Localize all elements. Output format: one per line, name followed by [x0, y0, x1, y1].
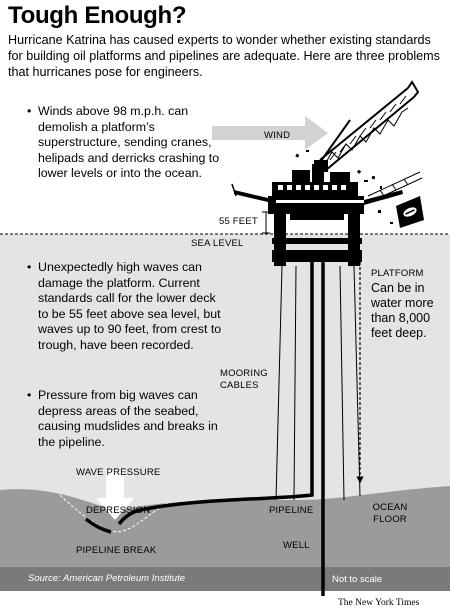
flare-boom	[367, 171, 423, 203]
platform-hull	[272, 212, 362, 266]
bullet-marker: •	[27, 388, 32, 402]
fifty-five-feet-dimension	[262, 211, 270, 234]
falling-helipad	[396, 196, 424, 228]
wave-pressure-label: WAVE PRESSURE	[76, 467, 161, 478]
wind-label: WIND	[264, 130, 291, 141]
pipeline-broken-segment	[84, 517, 112, 534]
flying-debris	[295, 150, 393, 224]
pipeline	[117, 262, 314, 526]
bullet-text: Winds above 98 m.p.h. can demolish a pla…	[38, 104, 220, 180]
bullet-marker: •	[27, 104, 32, 118]
fifty-five-feet-label: 55 FEET	[219, 216, 258, 227]
sea-level-label: SEA LEVEL	[191, 238, 244, 249]
page-title: Tough Enough?	[8, 2, 187, 29]
bullet-text: Unexpectedly high waves can damage the p…	[38, 260, 222, 352]
bullet-waves: • Unexpectedly high waves can damage the…	[27, 260, 228, 353]
credit: The New York Times	[338, 598, 420, 608]
footer-band	[0, 567, 450, 591]
pipeline-break-label: PIPELINE BREAK	[76, 545, 157, 556]
scale-note: Not to scale	[332, 574, 383, 585]
platform-label: PLATFORM	[371, 268, 424, 279]
mooring-cables	[275, 265, 361, 501]
bullet-text: Pressure from big waves can depress area…	[38, 388, 218, 449]
depression-label: DEPRESSION	[86, 505, 151, 516]
pipeline-label: PIPELINE	[269, 505, 314, 516]
bullet-pressure: • Pressure from big waves can depress ar…	[27, 388, 228, 450]
wave-pressure-arrow	[96, 470, 134, 520]
intro-text: Hurricane Katrina has caused experts to …	[8, 33, 440, 79]
mooring-cables-label: MOORING CABLES	[220, 368, 268, 391]
crane	[314, 80, 420, 172]
source-note: Source: American Petroleum Institute	[28, 573, 185, 584]
bullet-marker: •	[27, 260, 32, 274]
wind-arrow	[212, 116, 328, 150]
well-label: WELL	[283, 540, 310, 551]
platform-description: Can be in water more than 8,000 feet dee…	[371, 281, 434, 340]
ocean-floor-label: OCEAN FLOOR	[372, 502, 408, 525]
bullet-winds: • Winds above 98 m.p.h. can demolish a p…	[27, 104, 228, 182]
depression-outline	[59, 494, 171, 533]
